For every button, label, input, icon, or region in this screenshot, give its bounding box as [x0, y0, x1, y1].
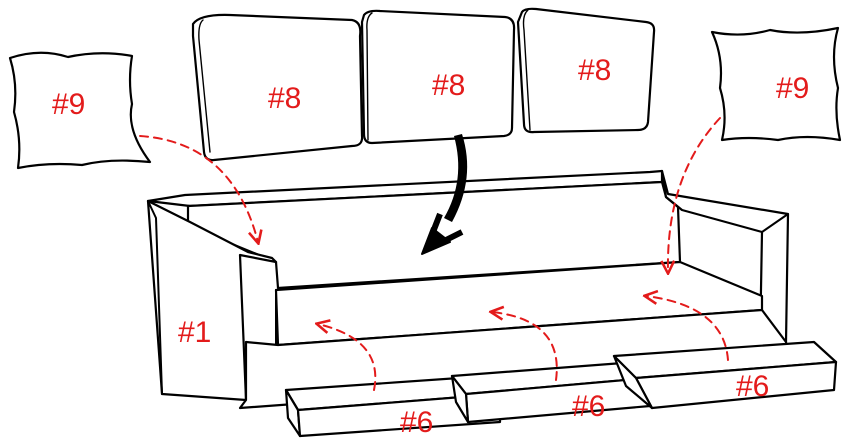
throw-pillow-left-label: #9	[52, 88, 85, 121]
back-cushion-middle	[360, 9, 516, 145]
seat-cushion-right-arrow	[646, 296, 729, 361]
pillow-right-arrow	[668, 117, 721, 272]
back-cushion-left-label: #8	[268, 82, 301, 115]
seat-cushion-right	[612, 340, 838, 410]
sofa-frame-label: #1	[178, 316, 211, 349]
seat-cushion-middle-label: #6	[572, 390, 605, 423]
back-cushion-right	[516, 7, 656, 134]
seat-cushion-middle	[450, 360, 652, 424]
throw-pillow-right-label: #9	[776, 72, 809, 105]
sofa-seat-deck	[274, 260, 764, 347]
seat-cushion-middle-arrow	[492, 312, 558, 381]
back-cushion-right-label: #8	[578, 54, 611, 87]
seat-cushion-right-label: #6	[736, 370, 769, 403]
throw-pillow-left	[8, 51, 152, 170]
seat-cushion-left-arrow	[318, 324, 377, 391]
sofa-left-arm	[146, 199, 278, 402]
seat-cushion-left-label: #6	[400, 406, 433, 439]
back-cushion-middle-label: #8	[432, 69, 465, 102]
back-cushion-placement-arrow	[421, 134, 468, 255]
pillow-left-arrow	[139, 135, 258, 242]
throw-pillow-right	[710, 26, 842, 142]
